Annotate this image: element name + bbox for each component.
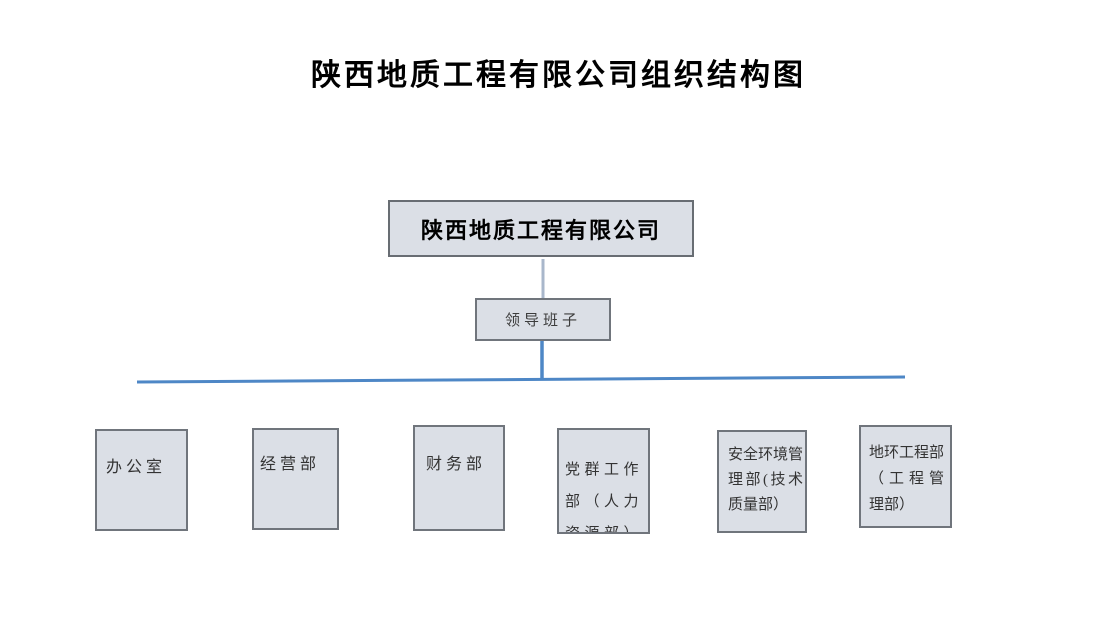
org-root-label: 陕西地质工程有限公司 [420, 217, 661, 243]
dept-safety-env-line-2: 理部(技术 [728, 472, 806, 488]
dept-geo-engineering-line-3: 理部） [869, 497, 915, 513]
leadership-label: 领导班子 [504, 313, 581, 329]
dept-party-hr-line-1: 党群工作 [565, 462, 644, 478]
dept-box-business: 经营部 [252, 428, 339, 530]
dept-business-label: 经营部 [260, 456, 321, 473]
connector-horizontal-bus [136, 375, 906, 384]
dept-geo-engineering-line-1: 地环工程部 [869, 445, 945, 461]
dept-box-office: 办公室 [95, 429, 188, 531]
chart-title: 陕西地质工程有限公司组织结构图 [311, 59, 806, 92]
dept-box-party-hr: 党群工作 部（人力 资源部） [557, 428, 650, 534]
dept-safety-env-line-1: 安全环境管 [728, 447, 804, 463]
dept-party-hr-line-3: 资源部） [565, 526, 644, 534]
dept-box-safety-env: 安全环境管 理部(技术 质量部） [717, 430, 807, 533]
dept-party-hr-line-2: 部（人力 [565, 494, 644, 510]
dept-box-finance: 财务部 [413, 425, 505, 531]
org-root-box: 陕西地质工程有限公司 [388, 200, 694, 257]
dept-geo-engineering-line-2: （工程管 [869, 471, 950, 487]
leadership-box: 领导班子 [475, 298, 611, 341]
dept-safety-env-line-3: 质量部） [728, 497, 789, 513]
dept-office-label: 办公室 [106, 459, 167, 476]
dept-box-geo-engineering: 地环工程部 （工程管 理部） [859, 425, 952, 528]
dept-finance-label: 财务部 [426, 456, 487, 473]
